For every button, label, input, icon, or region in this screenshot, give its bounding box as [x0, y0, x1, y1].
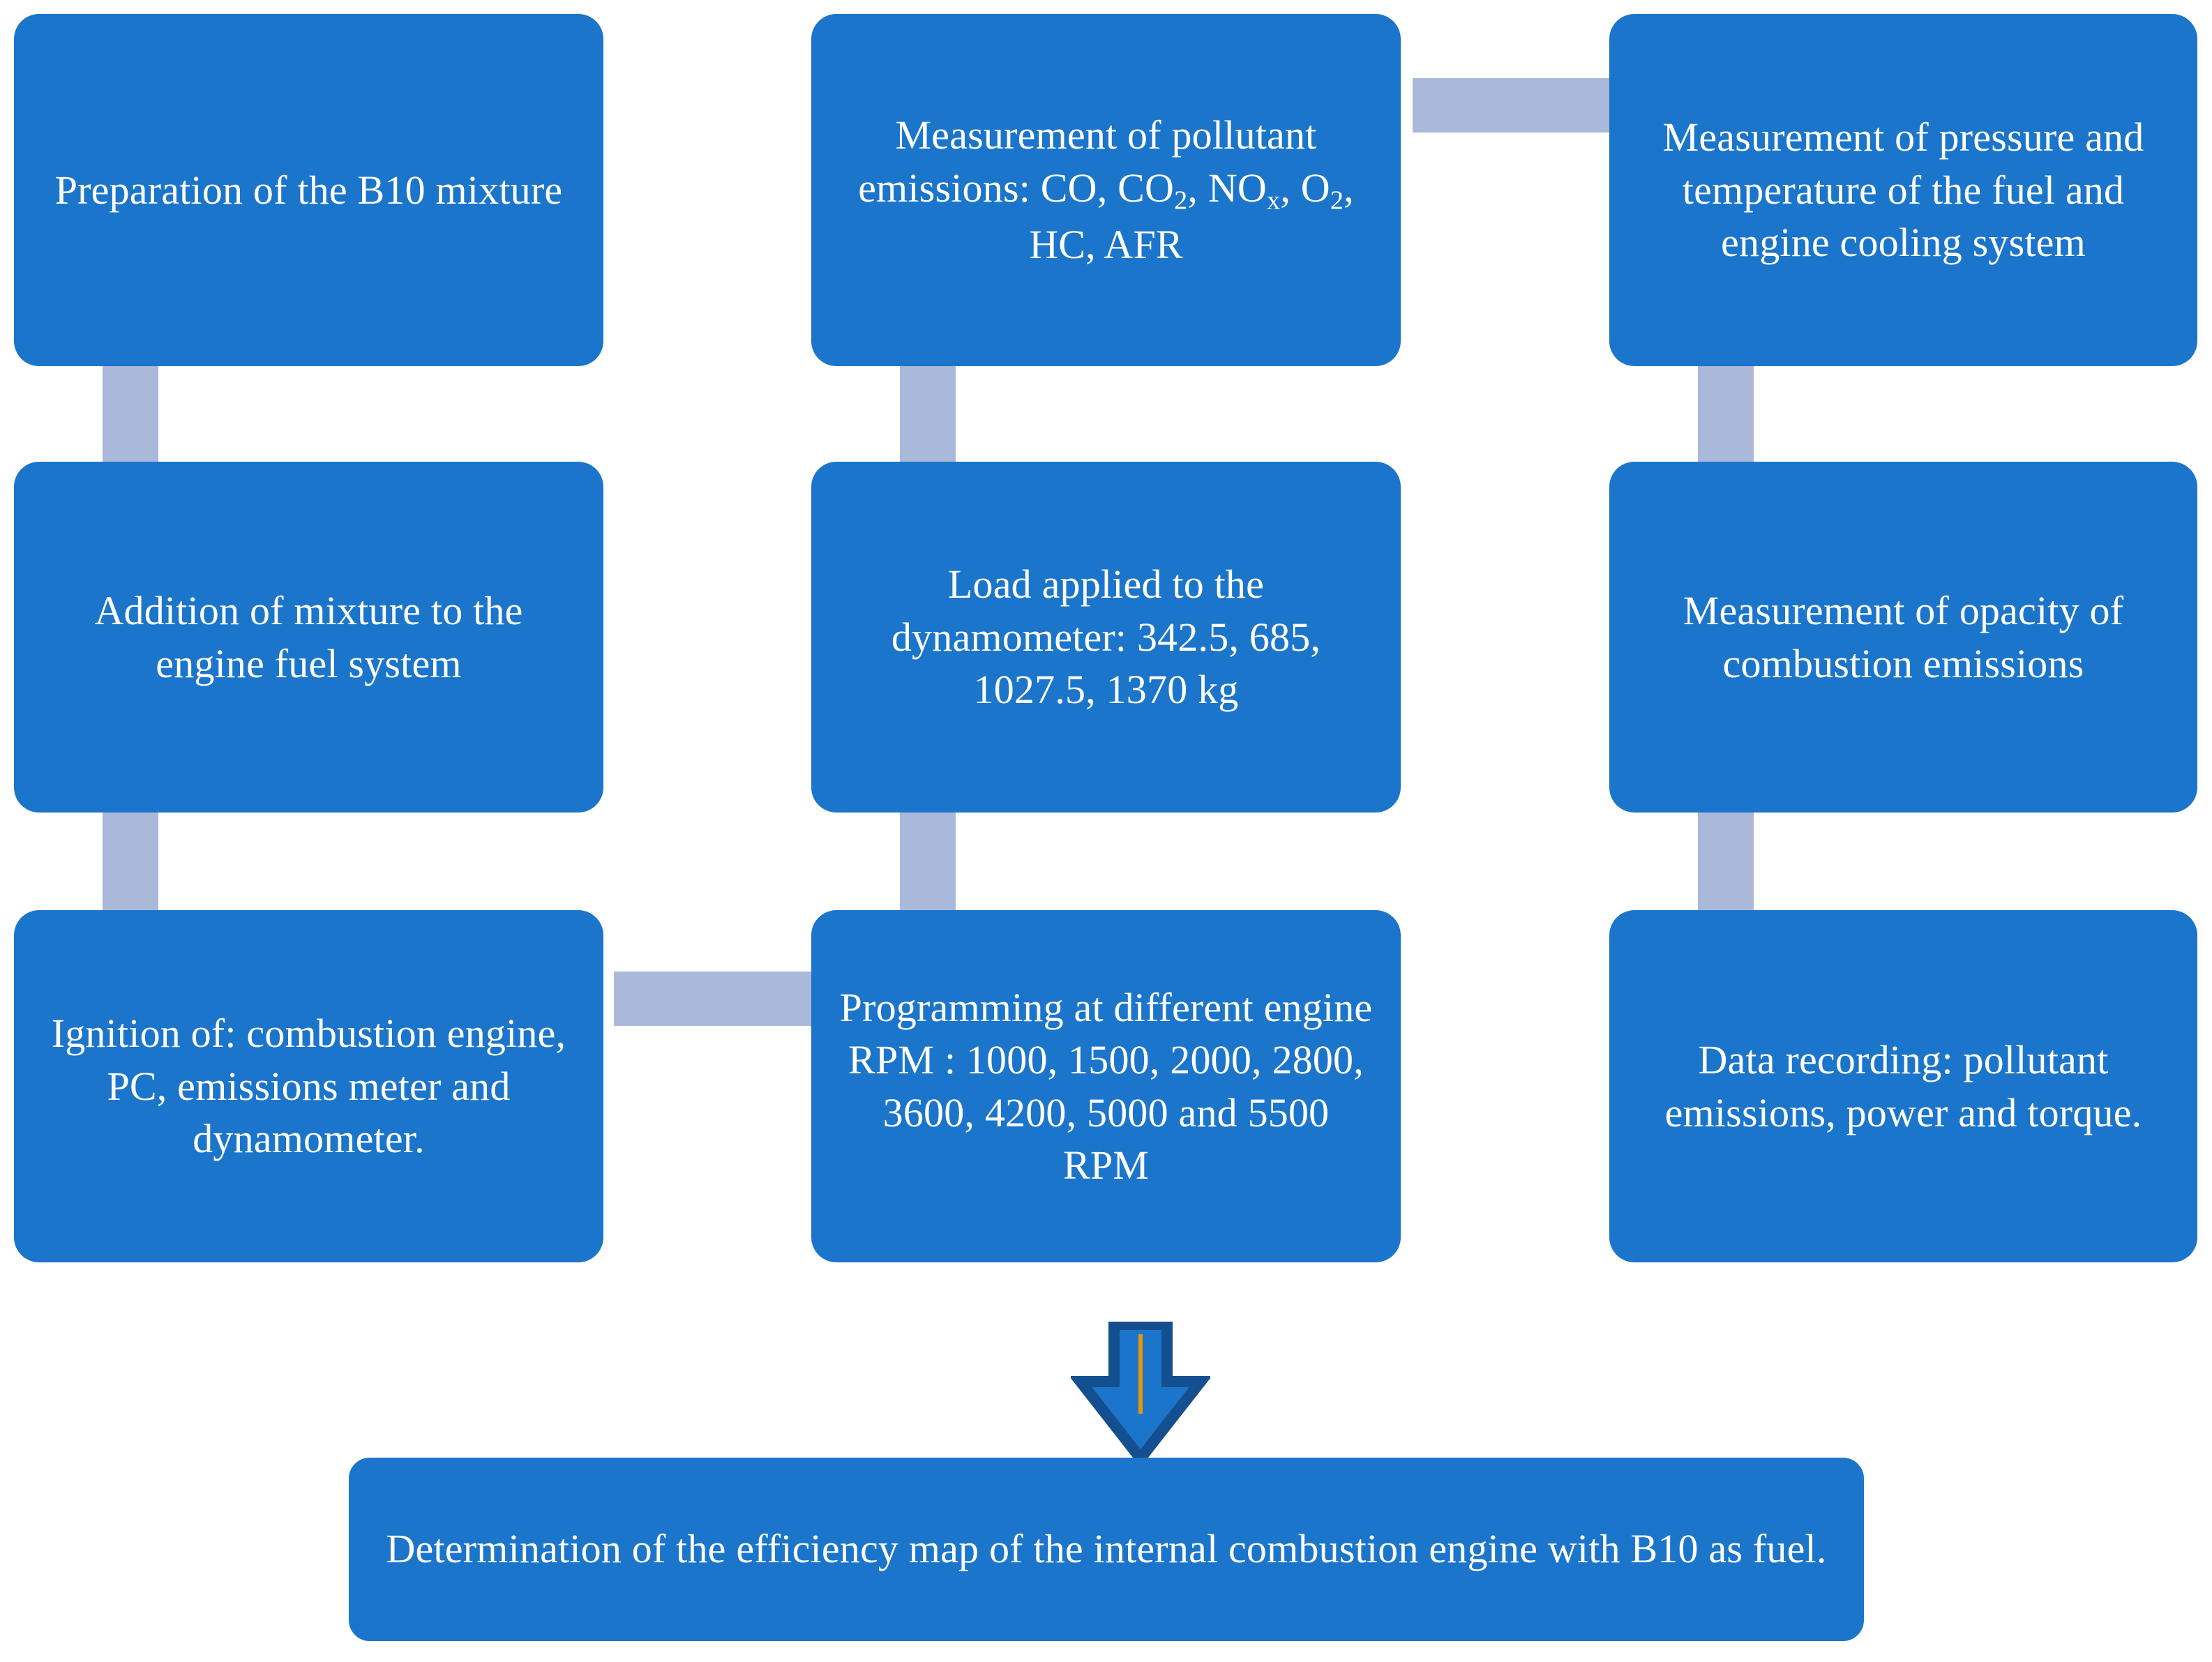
node-load-applied-dynamometer-label: Load applied to the dynamometer: 342.5, …	[891, 561, 1321, 713]
nox-subscript: x	[1267, 186, 1281, 216]
emissions-text-part2: , NO	[1187, 165, 1267, 211]
emissions-text-part1: Measurement of pollutant emissions: CO, …	[858, 112, 1317, 211]
node-load-applied-dynamometer[interactable]: Load applied to the dynamometer: 342.5, …	[811, 462, 1401, 813]
node-programming-engine-rpm-label: Programming at different engine RPM : 10…	[839, 984, 1373, 1188]
node-measurement-pressure-temperature-label: Measurement of pressure and temperature …	[1662, 114, 2144, 266]
node-data-recording-label: Data recording: pollutant emissions, pow…	[1664, 1037, 2142, 1135]
connector-vertical-col2-row1-row2	[900, 366, 956, 464]
connector-vertical-col1-row2-row3	[103, 813, 158, 910]
connector-vertical-col1-row1-row2	[103, 366, 158, 464]
node-preparation-b10-mixture[interactable]: Preparation of the B10 mixture	[14, 14, 603, 366]
node-addition-mixture-fuel-system[interactable]: Addition of mixture to the engine fuel s…	[14, 462, 603, 813]
node-ignition-label: Ignition of: combustion engine, PC, emis…	[51, 1011, 566, 1162]
node-data-recording[interactable]: Data recording: pollutant emissions, pow…	[1609, 910, 2197, 1262]
down-arrow-icon	[1069, 1319, 1212, 1467]
node-measurement-opacity-label: Measurement of opacity of combustion emi…	[1683, 588, 2124, 686]
node-final-efficiency-map-label: Determination of the efficiency map of t…	[386, 1526, 1827, 1572]
node-measurement-pressure-temperature[interactable]: Measurement of pressure and temperature …	[1609, 14, 2197, 366]
node-measurement-pollutant-emissions[interactable]: Measurement of pollutant emissions: CO, …	[811, 14, 1401, 366]
connector-vertical-col3-row2-row3	[1698, 813, 1754, 910]
connector-horizontal-row1-col2-col3	[1413, 78, 1615, 133]
node-programming-engine-rpm[interactable]: Programming at different engine RPM : 10…	[811, 910, 1401, 1262]
node-ignition[interactable]: Ignition of: combustion engine, PC, emis…	[14, 910, 603, 1262]
connector-vertical-col3-row1-row2	[1698, 366, 1754, 464]
node-measurement-pollutant-emissions-label: Measurement of pollutant emissions: CO, …	[858, 112, 1354, 268]
connector-horizontal-row3-col1-col2	[614, 972, 813, 1026]
node-measurement-opacity[interactable]: Measurement of opacity of combustion emi…	[1609, 462, 2197, 813]
node-final-efficiency-map[interactable]: Determination of the efficiency map of t…	[349, 1458, 1864, 1641]
connector-vertical-col2-row2-row3	[900, 813, 956, 910]
co2-subscript: 2	[1174, 186, 1188, 216]
node-addition-mixture-fuel-system-label: Addition of mixture to the engine fuel s…	[94, 588, 523, 686]
node-preparation-b10-mixture-label: Preparation of the B10 mixture	[54, 167, 563, 213]
o2-subscript: 2	[1330, 186, 1344, 216]
emissions-text-part3: , HC, AFR	[1029, 165, 1354, 268]
